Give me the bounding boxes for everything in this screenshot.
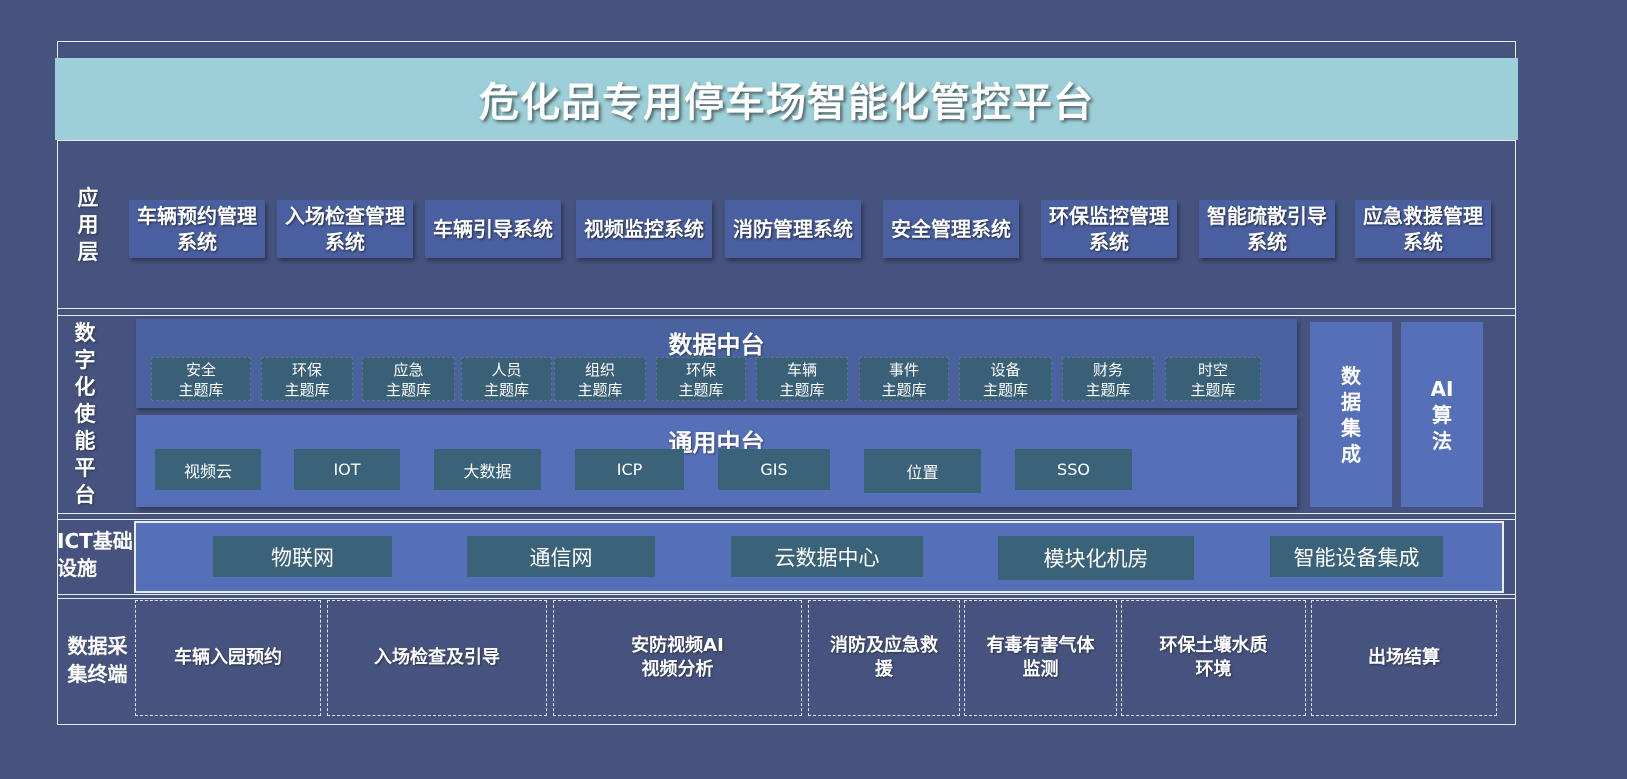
theme-library: 时空主题库 [1165,357,1261,401]
terminal-item: 有毒有害气体监测 [964,600,1117,716]
app-system: 安全管理系统 [883,200,1019,258]
terminal-item-label: 安防视频AI视频分析 [631,635,724,680]
theme-library-line: 应急 [393,361,424,379]
theme-library-line: 主题库 [982,381,1028,399]
app-system: 入场检查管理系统 [277,200,413,258]
terminal-item: 环保土壤水质环境 [1121,600,1306,716]
theme-library-line: 设备 [990,361,1021,379]
data-integration: 数据集成 [1310,322,1392,507]
general-service: ICP [575,449,684,490]
theme-library: 环保主题库 [261,357,353,401]
theme-library-line: 主题库 [577,381,623,399]
terminal-item: 出场结算 [1311,600,1497,716]
general-service: SSO [1015,449,1132,490]
theme-library: 应急主题库 [362,357,455,401]
general-service: GIS [718,449,830,490]
ict-label: ICT基础设施 [57,529,133,580]
app-system: 视频监控系统 [576,200,712,258]
ict-item: 云数据中心 [731,536,923,577]
theme-library-line: 主题库 [678,381,724,399]
theme-library: 设备主题库 [959,357,1052,401]
ict-item: 通信网 [467,536,655,577]
app-layer [57,140,1516,309]
app-system: 消防管理系统 [725,200,861,258]
terminal-layer [57,598,1516,725]
terminal-item-label: 出场结算 [1368,647,1440,668]
terminal-item-label: 车辆入园预约 [174,647,282,668]
app-system: 车辆预约管理系统 [129,200,265,258]
app-system: 环保监控管理系统 [1041,200,1177,258]
theme-library-line: 时空 [1197,361,1228,379]
ai-algorithm-label: AI算法 [1430,376,1454,453]
digital-platform-layer [57,315,1516,514]
theme-library-line: 主题库 [1085,381,1131,399]
ict-item: 模块化机房 [998,536,1194,580]
theme-library-line: 车辆 [786,361,817,379]
theme-library-line: 组织 [584,361,615,379]
terminal-item: 消防及应急救援 [808,600,960,716]
terminal-item-label: 环保土壤水质环境 [1159,635,1268,680]
terminal-item-label: 有毒有害气体监测 [986,635,1095,680]
terminal-item-label: 消防及应急救援 [830,635,938,680]
terminal-label: 数据采集终端 [67,634,128,686]
theme-library-line: 人员 [491,361,522,379]
theme-library: 组织主题库 [554,357,646,401]
data-integration-label: 数据集成 [1341,363,1361,466]
theme-library: 事件主题库 [859,357,949,401]
theme-library-line: 主题库 [284,381,330,399]
theme-library: 环保主题库 [656,357,746,401]
theme-library-line: 主题库 [483,381,529,399]
app-system: 智能疏散引导系统 [1199,200,1335,258]
theme-library-line: 主题库 [385,381,431,399]
theme-library-line: 主题库 [881,381,927,399]
theme-library: 人员主题库 [461,357,552,401]
theme-library-line: 主题库 [178,381,224,399]
general-service: 大数据 [434,449,541,490]
theme-library: 安全主题库 [151,357,251,401]
theme-library-line: 主题库 [1190,381,1236,399]
theme-library-line: 环保 [685,361,716,379]
terminal-item-label: 入场检查及引导 [374,647,500,668]
theme-library-line: 环保 [291,361,322,379]
theme-library-line: 财务 [1092,361,1123,379]
terminal-item: 安防视频AI视频分析 [553,600,802,716]
app-layer-label: 应用层 [77,186,99,264]
general-service: 视频云 [155,449,261,490]
app-system: 应急救援管理系统 [1355,200,1491,258]
data-platform-title: 数据中台 [668,331,765,359]
ai-algorithm: AI算法 [1401,322,1483,507]
terminal-item: 车辆入园预约 [135,600,321,716]
theme-library-line: 事件 [888,361,919,379]
page-title: 危化品专用停车场智能化管控平台 [55,58,1518,140]
app-system: 车辆引导系统 [425,200,561,258]
theme-library-line: 主题库 [779,381,825,399]
general-service: IOT [294,449,400,490]
theme-library: 财务主题库 [1062,357,1154,401]
ict-layer [57,519,1516,595]
terminal-item: 入场检查及引导 [327,600,547,716]
ict-item: 物联网 [213,536,392,577]
digital-platform-label: 数字化使能平台 [74,321,96,507]
ict-item: 智能设备集成 [1270,536,1443,577]
general-service: 位置 [864,449,981,493]
theme-library: 车辆主题库 [756,357,848,401]
theme-library-line: 安全 [185,361,216,379]
